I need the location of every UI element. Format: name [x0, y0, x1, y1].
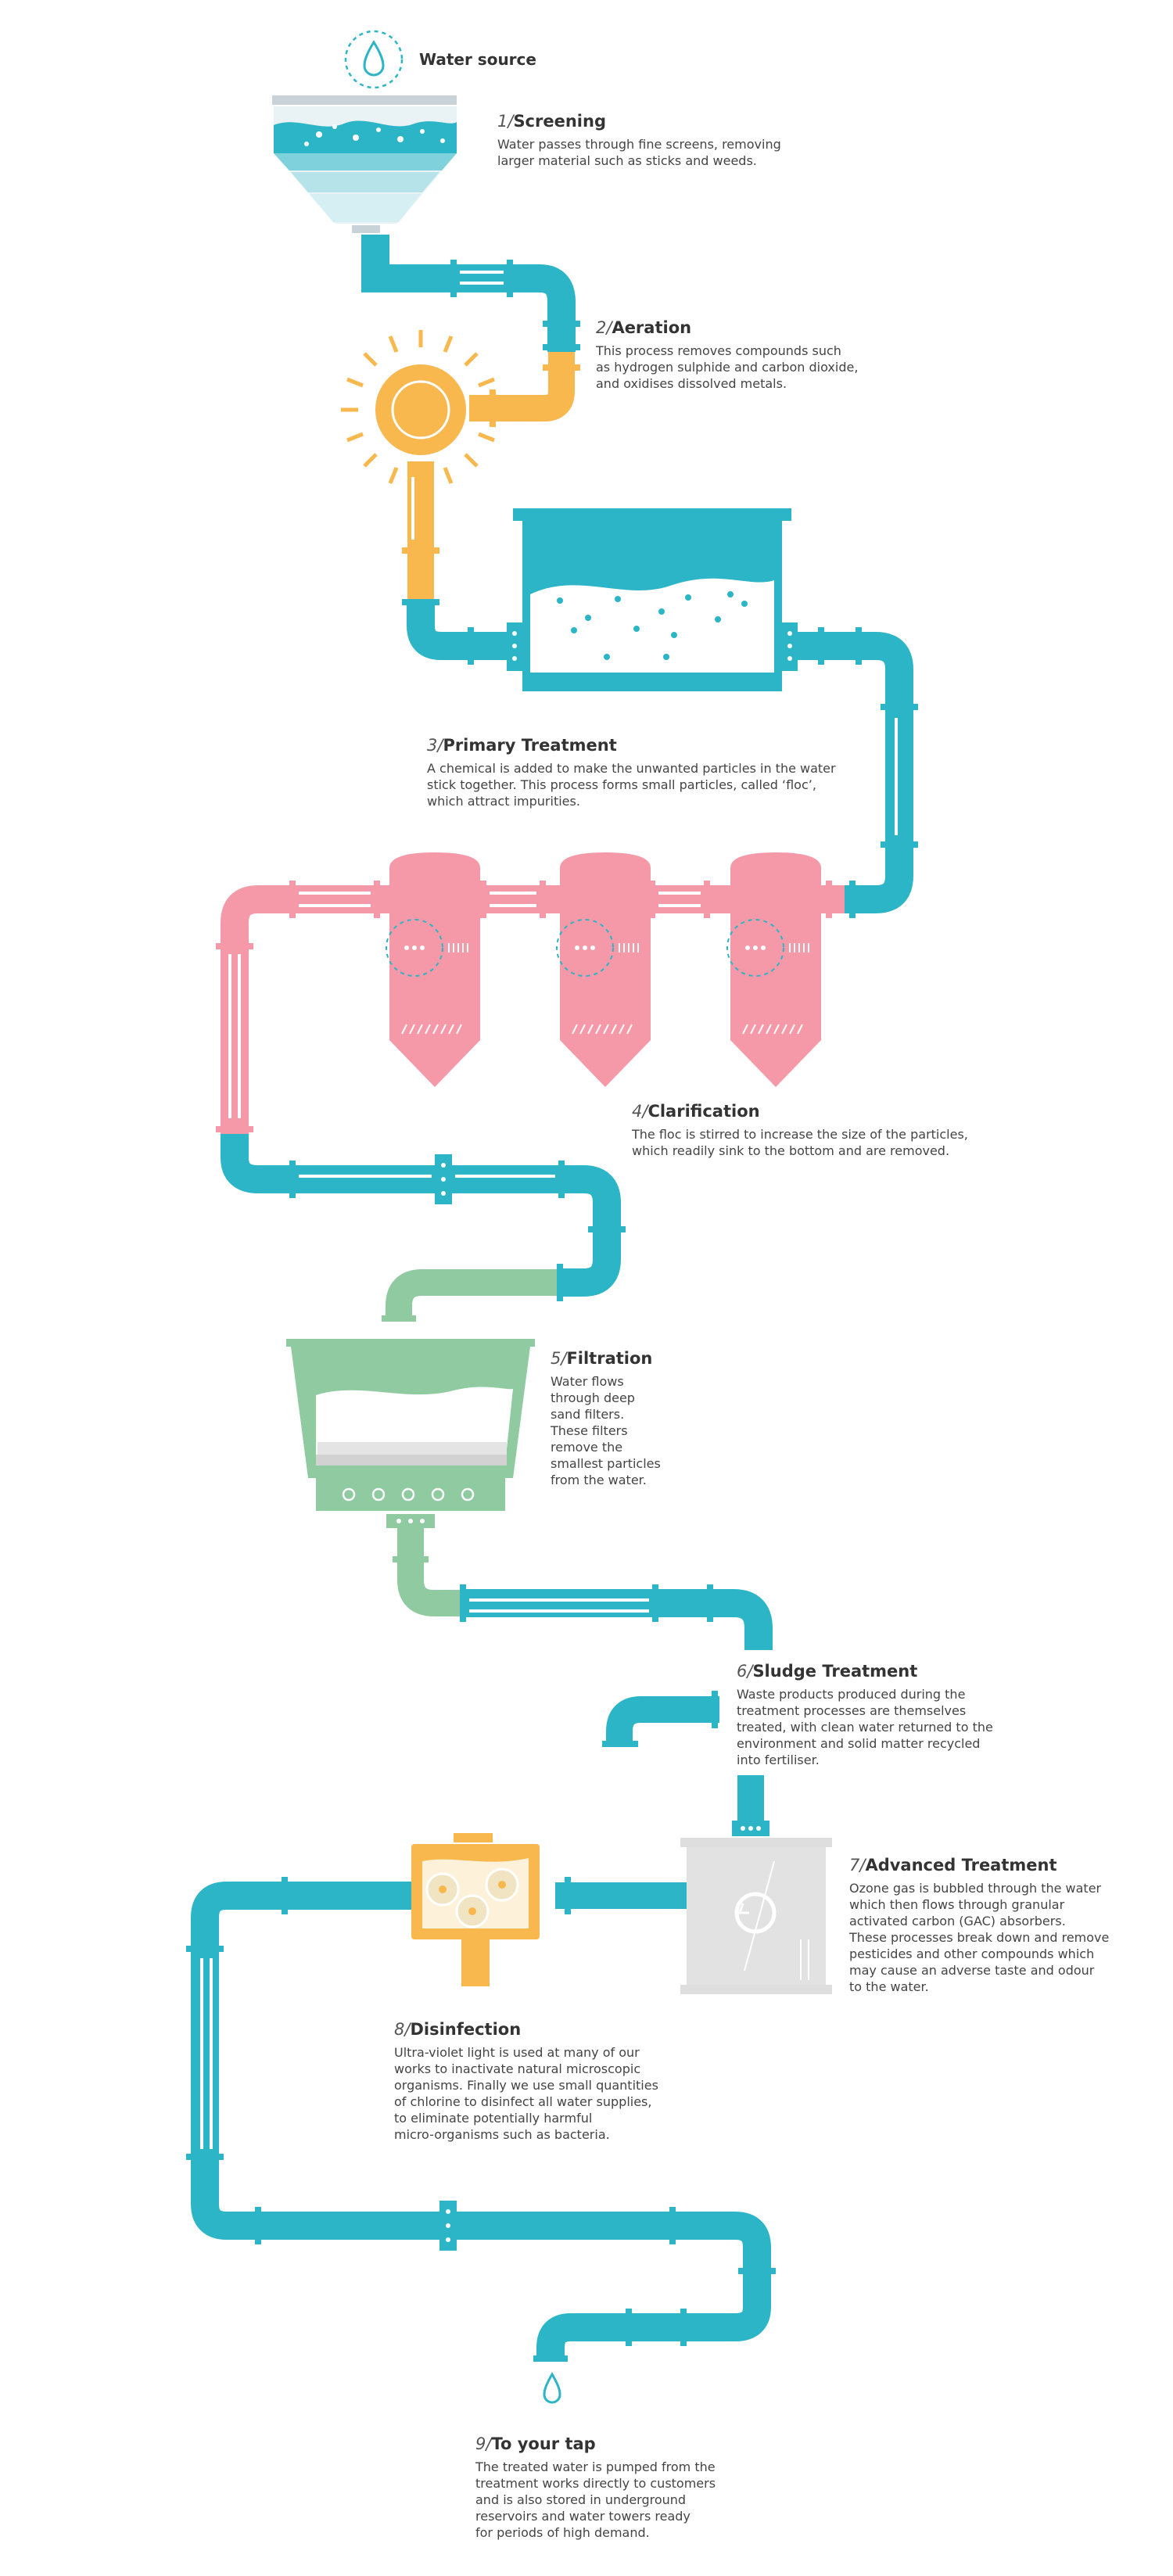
- pipe-clarification-to-filtration: [221, 1134, 626, 1301]
- pipe-sludge-outlet: [602, 1691, 719, 1747]
- filtration-tank: [286, 1339, 535, 1528]
- step-description: Water passes through fine screens, remov…: [497, 137, 781, 168]
- step-number: 1/: [497, 112, 514, 131]
- step-description: Ultra-violet light is used at many of ou…: [394, 2045, 658, 2142]
- step-screening: 1/Screening Water passes through fine sc…: [497, 111, 826, 169]
- pipe-green-inlet: [382, 1269, 557, 1322]
- step-sludge-treatment: 6/Sludge Treatment Waste products produc…: [737, 1661, 1034, 1768]
- step-title: Screening: [513, 112, 606, 131]
- step-to-your-tap: 9/To your tap The treated water is pumpe…: [475, 2434, 773, 2541]
- step-disinfection: 8/Disinfection Ultra-violet light is use…: [394, 2019, 707, 2143]
- step-title: Clarification: [647, 1102, 760, 1121]
- step-primary-treatment: 3/Primary Treatment A chemical is added …: [427, 735, 865, 809]
- step-advanced-treatment: 7/Advanced Treatment Ozone gas is bubble…: [849, 1855, 1162, 1995]
- primary-tank: [507, 508, 798, 691]
- step-number: 6/: [737, 1662, 753, 1681]
- disinfection-unit: [411, 1833, 540, 1986]
- step-description: The floc is stirred to increase the size…: [632, 1127, 968, 1158]
- step-number: 2/: [596, 318, 612, 337]
- step-aeration: 2/Aeration This process removes compound…: [596, 318, 924, 392]
- step-title: Aeration: [612, 318, 692, 337]
- step-clarification: 4/Clarification The floc is stirred to i…: [632, 1101, 1038, 1159]
- step-title: Primary Treatment: [443, 736, 617, 755]
- step-title: Disinfection: [410, 2020, 522, 2039]
- pipe-final-loop: [186, 1877, 776, 2362]
- pipe-to-primary: [402, 599, 508, 665]
- aeration-sunburst: [341, 330, 500, 490]
- water-source: [344, 30, 404, 89]
- clarifier-tank: [556, 852, 651, 1087]
- step-number: 5/: [551, 1349, 567, 1368]
- pipe-filtration-to-sludge: [393, 1528, 773, 1650]
- water-drop-icon: [543, 2371, 561, 2404]
- step-number: 7/: [849, 1856, 866, 1875]
- step-number: 9/: [475, 2434, 492, 2453]
- pipe-screening-to-aeration: [361, 235, 580, 352]
- water-source-label: Water source: [419, 50, 536, 69]
- pipe-to-advanced: [732, 1775, 769, 1836]
- step-title: Sludge Treatment: [752, 1662, 918, 1681]
- step-number: 4/: [632, 1102, 648, 1121]
- advanced-treatment-unit: [680, 1838, 832, 1994]
- step-title: To your tap: [491, 2434, 596, 2453]
- pipe-primary-to-clarification: [798, 627, 918, 918]
- water-drop-icon: [363, 40, 385, 77]
- clarifier-tank: [726, 852, 821, 1087]
- screening-funnel: [272, 95, 457, 233]
- clarifier-tank: [386, 852, 480, 1087]
- step-title: Advanced Treatment: [865, 1856, 1057, 1875]
- step-number: 3/: [427, 736, 443, 755]
- step-number: 8/: [394, 2020, 411, 2039]
- step-description: A chemical is added to make the unwanted…: [427, 761, 836, 809]
- step-title: Filtration: [566, 1349, 653, 1368]
